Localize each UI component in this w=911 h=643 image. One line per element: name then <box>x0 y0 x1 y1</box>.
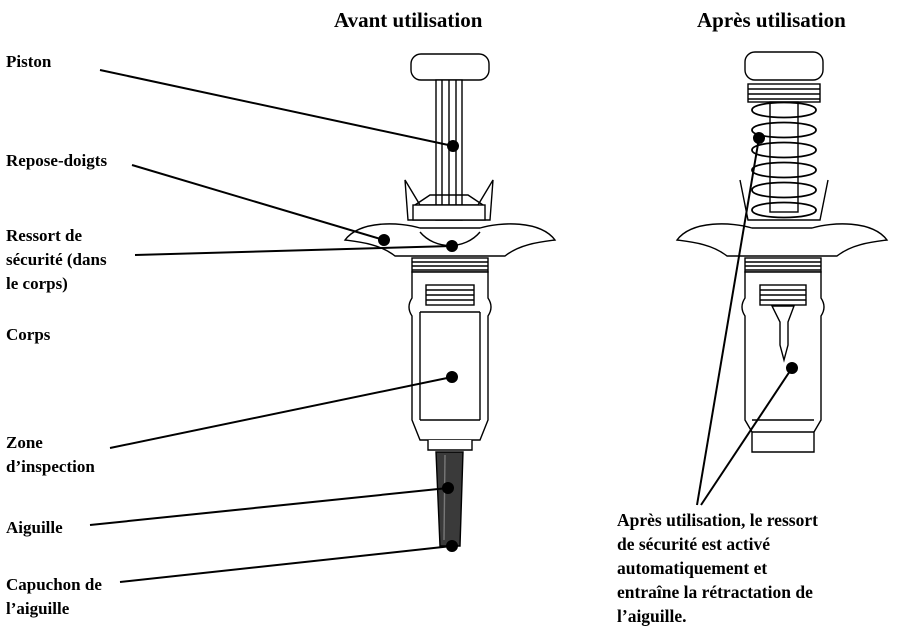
note-line-1: Après utilisation, le ressort <box>617 510 818 530</box>
heading-before-use: Avant utilisation <box>334 8 483 32</box>
plunger-head-right <box>744 51 824 81</box>
label-needle-cap-line-1: Capuchon de <box>6 575 102 594</box>
syringe-before-use <box>343 53 557 547</box>
label-inspection-zone-line-2: d’inspection <box>6 457 95 476</box>
safety-spring-right <box>751 101 817 219</box>
label-piston: Piston <box>6 52 52 71</box>
label-safety-spring-line-3: le corps) <box>6 274 68 293</box>
syringe-after-use <box>675 51 889 453</box>
plunger-head-left <box>410 53 490 81</box>
label-safety-spring-line-1: Ressort de <box>6 226 83 245</box>
leader-lines <box>89 69 798 583</box>
label-needle-cap-line-2: l’aiguille <box>6 599 70 618</box>
note-line-4: entraîne la rétractation de <box>617 582 813 602</box>
label-needle: Aiguille <box>6 518 63 537</box>
label-needle-cap: Capuchon de l’aiguille <box>6 573 102 621</box>
label-finger-rest: Repose-doigts <box>6 151 108 170</box>
label-inspection-zone: Zone d’inspection <box>6 431 95 479</box>
heading-after-use: Après utilisation <box>697 8 846 32</box>
retracted-needle-right <box>770 305 796 363</box>
note-line-5: l’aiguille. <box>617 606 687 626</box>
note-line-2: de sécurité est activé <box>617 534 771 554</box>
after-use-note: Après utilisation, le ressort de sécurit… <box>617 508 818 628</box>
needle-cap-left <box>435 451 464 547</box>
label-safety-spring-line-2: sécurité (dans <box>6 250 107 269</box>
finger-flange-right <box>675 223 889 257</box>
label-safety-spring: Ressort de sécurité (dans le corps) <box>6 224 107 296</box>
label-inspection-zone-line-1: Zone <box>6 433 43 452</box>
syringe-body-left <box>408 271 492 441</box>
label-body: Corps <box>6 325 51 344</box>
note-line-3: automatiquement et <box>617 558 768 578</box>
syringe-body-right <box>741 271 825 453</box>
